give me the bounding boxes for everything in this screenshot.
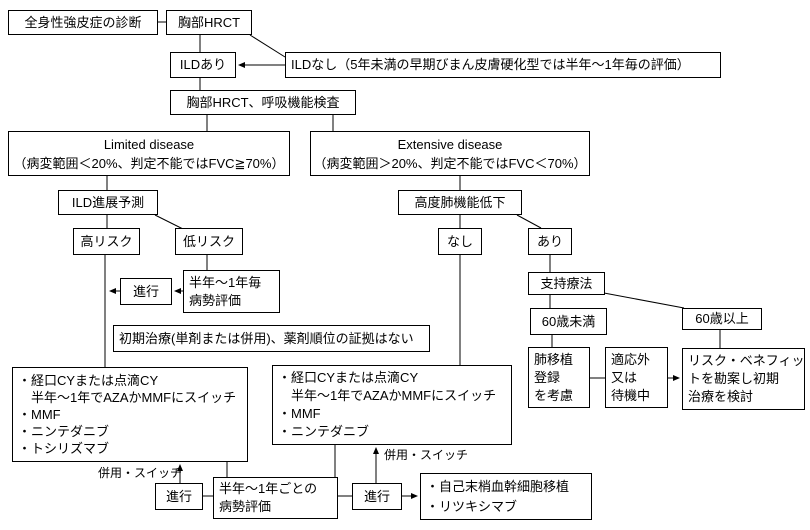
node-initial-treatment-note-text: 初期治療(単剤または併用)、薬剤順位の証拠はない bbox=[119, 330, 414, 346]
node-diagnosis: 全身性強皮症の診断 bbox=[8, 10, 158, 35]
node-low-risk-text: 低リスク bbox=[182, 233, 235, 249]
node-supportive-care: 支持療法 bbox=[528, 272, 605, 295]
connector-line bbox=[516, 214, 542, 229]
node-chest-hrct-text: 胸部HRCT bbox=[177, 14, 241, 30]
node-limited-disease-text: Limited disease bbox=[103, 136, 195, 152]
node-treatment-left-text: ・MMF bbox=[18, 407, 61, 422]
node-treatment-mid-text: ・MMF bbox=[278, 406, 321, 421]
node-not-indicated-waiting-text: 適応外 bbox=[611, 351, 651, 367]
node-progression-upper: 進行 bbox=[120, 278, 172, 305]
node-extensive-disease-text: （病変範囲＞20%、判定不能ではFVC＜70%） bbox=[313, 155, 587, 171]
node-treatment-mid: ・経口CYまたは点滴CY 半年～1年でAZAかMMFにスイッチ・MMF ・ニンテダ… bbox=[272, 365, 512, 445]
node-progression-lower-right: 進行 bbox=[352, 483, 402, 510]
connector-line bbox=[154, 214, 184, 230]
node-risk-benefit-text: リスク・ベネフィッ bbox=[688, 353, 805, 368]
node-treatment-left-text: ・トシリズマブ bbox=[18, 441, 110, 456]
label-combo-switch-right: 併用・スイッチ bbox=[384, 448, 469, 462]
connector-line bbox=[249, 34, 286, 58]
node-extensive-disease: Extensive disease （病変範囲＞20%、判定不能ではFVC＜70%… bbox=[310, 131, 590, 176]
node-over-60: 60歳以上 bbox=[682, 308, 762, 330]
node-progression-lower-left: 進行 bbox=[155, 483, 203, 510]
node-ild-absent: ILDなし（5年未満の早期びまん皮膚硬化型では半年～1年毎の評価） bbox=[285, 52, 721, 78]
node-limited-disease-text: （病変範囲＜20%、判定不能ではFVC≧70%） bbox=[13, 155, 285, 171]
node-severe-lung-function-decline: 高度肺機能低下 bbox=[398, 190, 522, 215]
node-not-indicated-waiting-text: 待機中 bbox=[611, 387, 651, 403]
node-ild-progression-prediction-text: ILD進展予測 bbox=[71, 194, 145, 210]
node-limited-disease: Limited disease （病変範囲＜20%、判定不能ではFVC≧70%） bbox=[8, 131, 290, 176]
node-ild-progression-prediction: ILD進展予測 bbox=[58, 190, 158, 215]
label-combo-switch-left: 併用・スイッチ bbox=[98, 466, 183, 480]
node-progression-lower-left-text: 進行 bbox=[165, 488, 192, 504]
node-treatment-left-text: 半年～1年でAZAかMMFにスイッチ bbox=[18, 390, 237, 405]
node-decline-none-text: なし bbox=[446, 233, 473, 249]
node-treatment-mid-text: ・ニンテダニブ bbox=[278, 424, 370, 439]
node-ild-present: ILDあり bbox=[170, 52, 236, 78]
node-eval-periodic-text: 半年～1年ごとの bbox=[219, 481, 318, 496]
connector-line bbox=[603, 292, 685, 309]
node-decline-present: あり bbox=[528, 228, 572, 255]
node-chest-hrct: 胸部HRCT bbox=[166, 10, 252, 35]
node-hrct-pft-text: 胸部HRCT、呼吸機能検査 bbox=[186, 94, 340, 110]
node-progression-lower-right-text: 進行 bbox=[363, 488, 390, 504]
node-under-60: 60歳未満 bbox=[530, 308, 607, 335]
node-over-60-text: 60歳以上 bbox=[695, 311, 749, 326]
node-eval-halfyear-text: 半年～1年毎 bbox=[189, 274, 262, 290]
node-eval-periodic-text: 病勢評価 bbox=[219, 499, 272, 514]
node-decline-present-text: あり bbox=[536, 233, 563, 249]
node-lung-transplant-registration-text: を考慮 bbox=[534, 387, 574, 403]
node-ild-absent-text: ILDなし（5年未満の早期びまん皮膚硬化型では半年～1年毎の評価） bbox=[291, 57, 690, 72]
node-risk-benefit-text: 治療を検討 bbox=[688, 389, 754, 404]
node-eval-periodic: 半年～1年ごとの病勢評価 bbox=[213, 477, 338, 519]
node-high-risk: 高リスク bbox=[73, 228, 140, 255]
node-decline-none: なし bbox=[438, 228, 482, 255]
node-treatment-left-text: ・ニンテダニブ bbox=[18, 424, 110, 439]
node-progression-upper-text: 進行 bbox=[132, 283, 159, 299]
node-hrct-pft: 胸部HRCT、呼吸機能検査 bbox=[170, 90, 356, 115]
node-supportive-care-text: 支持療法 bbox=[540, 275, 593, 291]
node-risk-benefit-text: トを勘案し初期 bbox=[688, 371, 780, 386]
node-stemcell-rituximab: ・自己末梢血幹細胞移植・リツキシマブ bbox=[420, 473, 592, 520]
node-low-risk: 低リスク bbox=[175, 228, 243, 255]
node-high-risk-text: 高リスク bbox=[80, 233, 133, 249]
node-eval-halfyear-text: 病勢評価 bbox=[189, 292, 242, 308]
node-diagnosis-text: 全身性強皮症の診断 bbox=[24, 14, 142, 30]
node-lung-transplant-registration-text: 登録 bbox=[534, 369, 561, 385]
node-treatment-mid-text: ・経口CYまたは点滴CY bbox=[278, 370, 419, 385]
node-lung-transplant-registration: 肺移植登録を考慮 bbox=[528, 347, 590, 408]
node-stemcell-rituximab-text: ・リツキシマブ bbox=[426, 498, 518, 514]
node-severe-lung-function-decline-text: 高度肺機能低下 bbox=[414, 194, 506, 210]
node-treatment-left: ・経口CYまたは点滴CY 半年～1年でAZAかMMFにスイッチ・MMF ・ニンテダ… bbox=[12, 367, 248, 462]
node-not-indicated-waiting-text: 又は bbox=[611, 369, 638, 385]
node-initial-treatment-note: 初期治療(単剤または併用)、薬剤順位の証拠はない bbox=[113, 325, 430, 352]
node-not-indicated-waiting: 適応外又は待機中 bbox=[605, 347, 668, 408]
node-under-60-text: 60歳未満 bbox=[541, 313, 596, 329]
node-ild-present-text: ILDあり bbox=[179, 57, 227, 72]
node-lung-transplant-registration-text: 肺移植 bbox=[534, 351, 574, 367]
node-treatment-left-text: ・経口CYまたは点滴CY bbox=[18, 373, 159, 388]
node-risk-benefit: リスク・ベネフィットを勘案し初期治療を検討 bbox=[682, 348, 805, 410]
node-extensive-disease-text: Extensive disease bbox=[397, 136, 503, 152]
node-eval-halfyear: 半年～1年毎病勢評価 bbox=[183, 270, 280, 313]
node-stemcell-rituximab-text: ・自己末梢血幹細胞移植 bbox=[426, 478, 570, 494]
node-treatment-mid-text: 半年～1年でAZAかMMFにスイッチ bbox=[278, 388, 497, 403]
